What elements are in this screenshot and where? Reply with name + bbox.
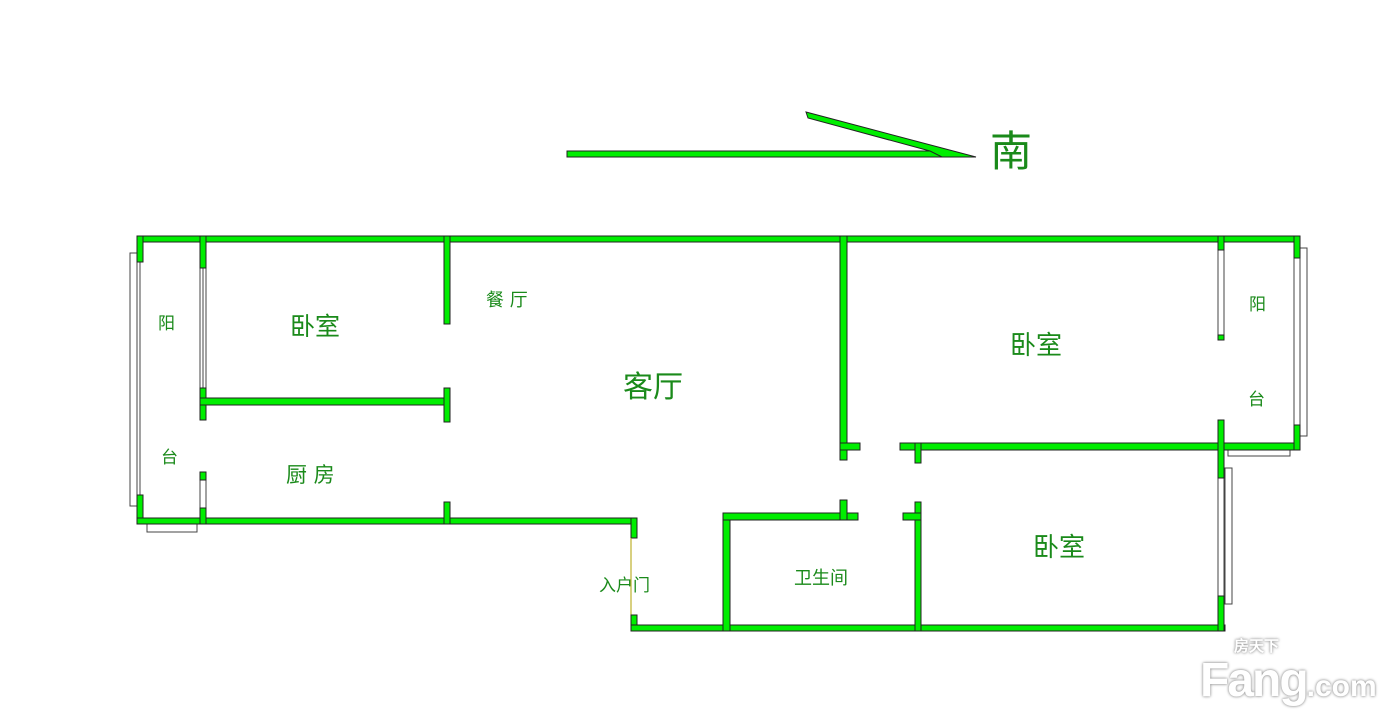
kitchen-label: 厨 房 — [286, 463, 335, 487]
bedroom-nw-label: 卧室 — [290, 312, 341, 341]
south-arrow-icon — [566, 111, 977, 158]
balcony-left-label-1: 阳 — [158, 314, 175, 334]
watermark-brand: Fang — [1200, 654, 1309, 707]
compass-south-label: 南 — [990, 127, 1033, 176]
bedroom-ne-label: 卧室 — [1010, 331, 1063, 361]
dining-label: 餐 厅 — [486, 290, 528, 311]
balcony-right-label-1: 阳 — [1249, 295, 1266, 315]
bedroom-se-label: 卧室 — [1033, 533, 1086, 563]
walls — [136, 235, 1301, 632]
bathroom-label: 卫生间 — [794, 568, 848, 589]
watermark-suffix: .com — [1306, 670, 1377, 703]
watermark-cn: 房天下 — [1234, 638, 1280, 655]
living-room-label: 客厅 — [623, 370, 683, 405]
balcony-right-label-2: 台 — [1248, 390, 1265, 410]
fang-watermark-logo: 房天下 Fang.com — [1200, 638, 1377, 706]
watermark-brand-row: Fang.com — [1200, 656, 1377, 706]
balcony-left-label-2: 台 — [161, 448, 178, 468]
windows — [129, 247, 1308, 605]
entrance-door-label: 入户门 — [599, 576, 650, 596]
